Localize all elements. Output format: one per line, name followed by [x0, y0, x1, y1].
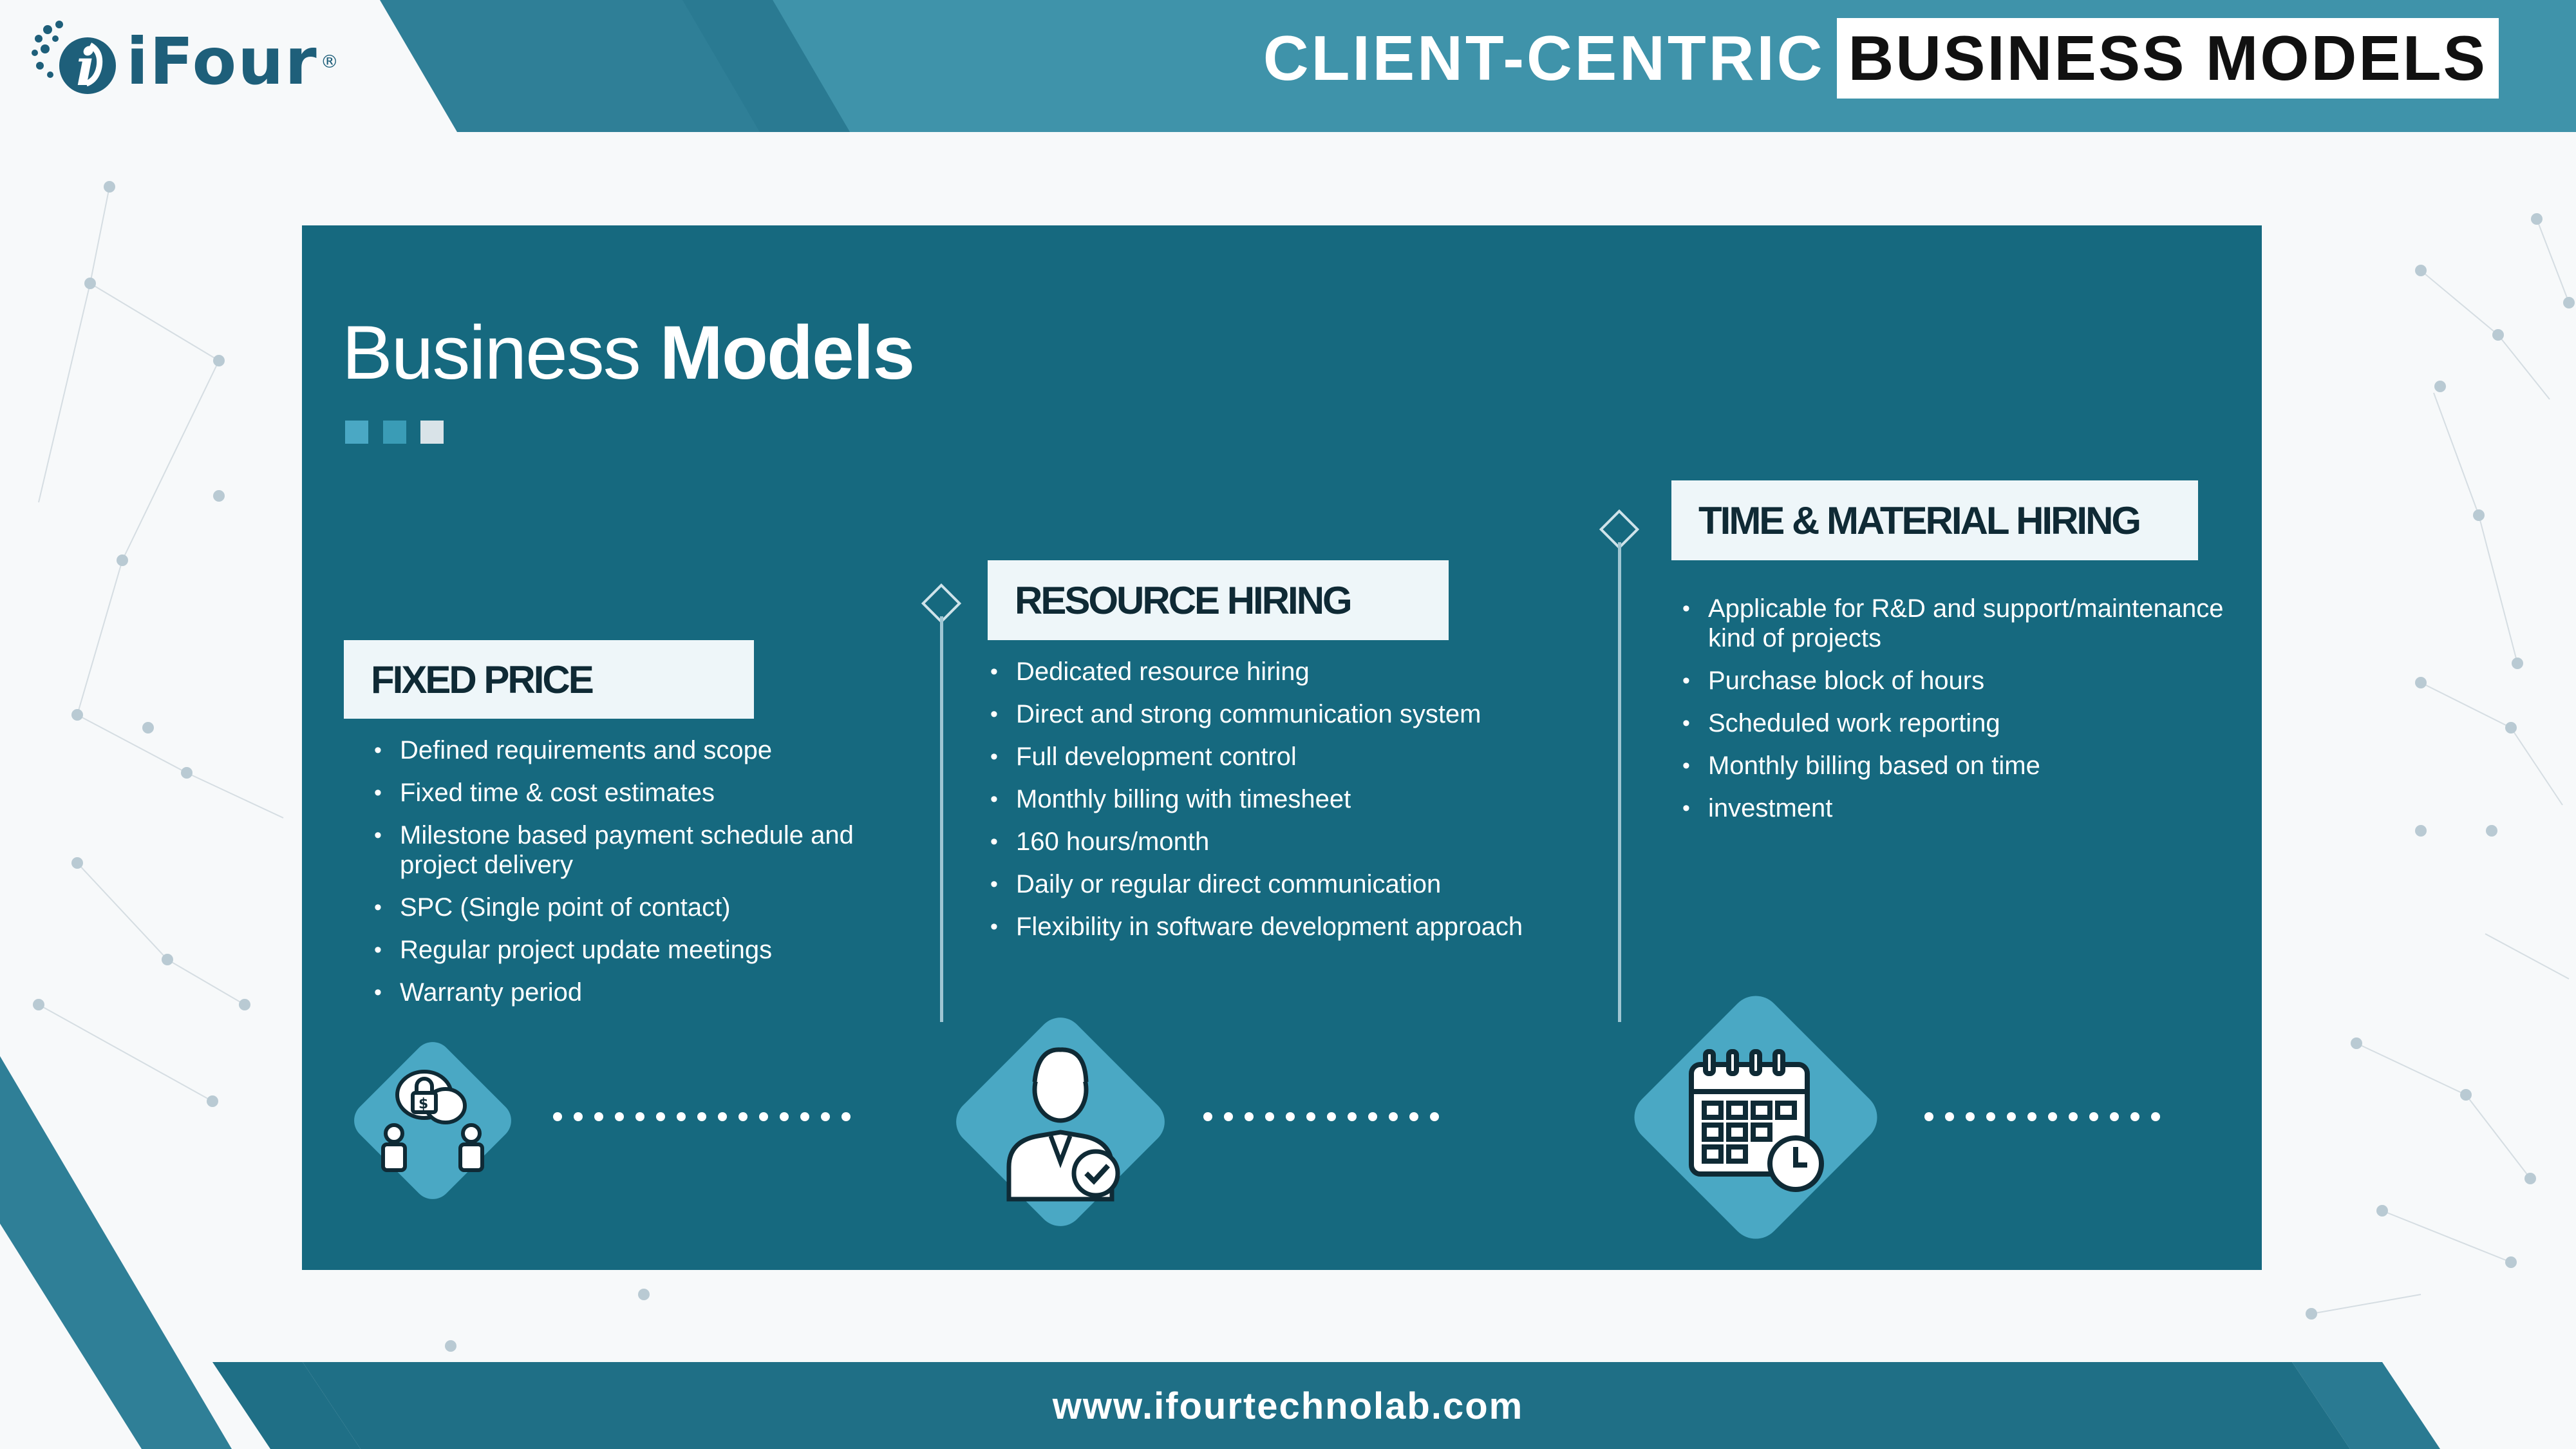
- footer-website-link[interactable]: www.ifourtechnolab.com: [1052, 1385, 1524, 1427]
- page-title-part1: CLIENT-CENTRIC: [1263, 23, 1825, 93]
- list-item: Fixed time & cost estimates: [373, 778, 901, 808]
- dotted-connector-2: [1203, 1112, 1439, 1121]
- list-item: Flexibility in software development appr…: [989, 912, 1581, 942]
- list-item: SPC (Single point of contact): [373, 893, 901, 922]
- timeline-line-3: [1618, 542, 1621, 1022]
- list-item: Daily or regular direct communication: [989, 869, 1581, 899]
- time-material-list: Applicable for R&D and support/maintenan…: [1681, 594, 2235, 836]
- list-item: Monthly billing based on time: [1681, 751, 2235, 781]
- time-material-heading: TIME & MATERIAL HIRING: [1671, 480, 2198, 560]
- page-title-part2: BUSINESS MODELS: [1836, 18, 2499, 99]
- list-item: Defined requirements and scope: [373, 735, 901, 765]
- list-item: investment: [1681, 793, 2235, 823]
- indicator-square-2: [383, 421, 406, 444]
- list-item: Warranty period: [373, 978, 901, 1007]
- indicator-square-3: [420, 421, 444, 444]
- list-item: Full development control: [989, 742, 1581, 772]
- dotted-connector-3: [1924, 1112, 2160, 1121]
- card-title: Business Models: [342, 309, 915, 397]
- fixed-price-heading: FIXED PRICE: [344, 640, 754, 719]
- list-item: Direct and strong communication system: [989, 699, 1581, 729]
- dotted-connector-1: [553, 1112, 851, 1121]
- list-item: Dedicated resource hiring: [989, 657, 1581, 687]
- list-item: 160 hours/month: [989, 827, 1581, 857]
- resource-hiring-list: Dedicated resource hiring Direct and str…: [989, 657, 1581, 954]
- card-title-light: Business: [342, 310, 641, 395]
- resource-hiring-heading: RESOURCE HIRING: [988, 560, 1449, 640]
- card-title-bold: Models: [659, 310, 915, 395]
- list-item: Regular project update meetings: [373, 935, 901, 965]
- list-item: Applicable for R&D and support/maintenan…: [1681, 594, 2235, 653]
- list-item: Scheduled work reporting: [1681, 708, 2235, 738]
- fixed-price-list: Defined requirements and scope Fixed tim…: [373, 735, 901, 1020]
- calendar-clock-icon: [1634, 996, 1877, 1239]
- indicator-square-1: [345, 421, 368, 444]
- page-title: CLIENT-CENTRIC BUSINESS MODELS: [1263, 18, 2499, 99]
- business-models-card: Business Models FIXED PRICE Defined requ…: [302, 225, 2262, 1270]
- list-item: Milestone based payment schedule and pro…: [373, 820, 901, 880]
- footer-band: [303, 1362, 2350, 1449]
- list-item: Monthly billing with timesheet: [989, 784, 1581, 814]
- registered-mark: ®: [320, 50, 339, 72]
- developer-checkmark-icon: [956, 1018, 1165, 1226]
- ifour-logo-mark-icon: i: [32, 21, 116, 97]
- svg-text:$: $: [418, 1096, 428, 1112]
- list-item: Purchase block of hours: [1681, 666, 2235, 696]
- payment-lock-chat-icon: $: [354, 1042, 511, 1199]
- brand-logo[interactable]: i iFour ®: [26, 13, 339, 109]
- timeline-line-2: [940, 616, 943, 1022]
- brand-name: iFour: [126, 23, 318, 99]
